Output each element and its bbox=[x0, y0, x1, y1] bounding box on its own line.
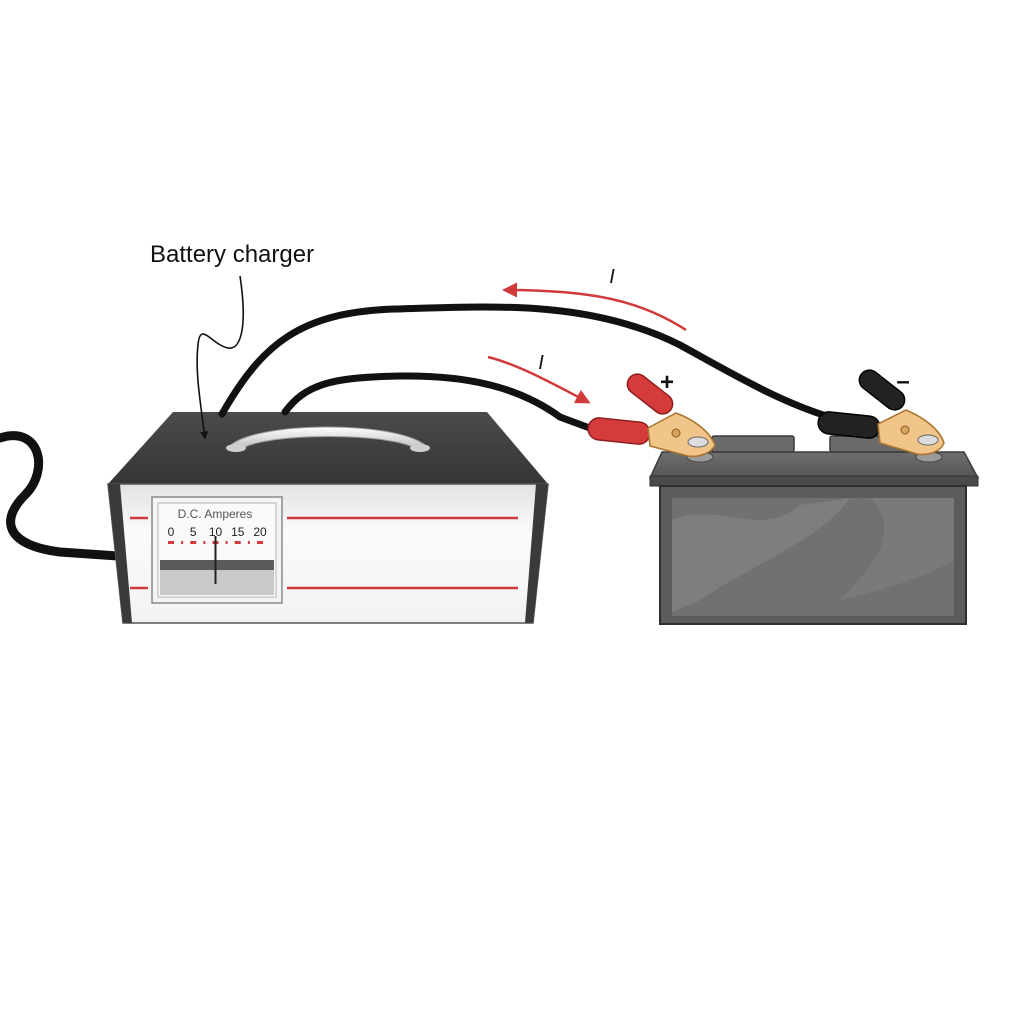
charger-top bbox=[108, 412, 548, 484]
current-arrow-upper bbox=[502, 282, 687, 332]
battery-vent-cap bbox=[711, 435, 795, 453]
battery-charger-pointer bbox=[196, 275, 245, 440]
ammeter-tick bbox=[225, 541, 228, 544]
power-cord bbox=[0, 431, 123, 561]
ammeter-dark-band bbox=[160, 560, 274, 570]
negative-cable bbox=[218, 303, 844, 424]
positive-clamp bbox=[587, 373, 716, 458]
negative-clamp-handle bbox=[817, 411, 881, 439]
ammeter-tick bbox=[257, 541, 263, 544]
battery-lid-rim bbox=[649, 475, 979, 487]
ammeter-tick bbox=[181, 541, 184, 544]
ammeter-tick bbox=[168, 541, 174, 544]
charger-handle-base bbox=[226, 444, 246, 452]
positive-clamp-handle bbox=[626, 373, 674, 415]
charger-right-side bbox=[525, 484, 548, 623]
ammeter-scale-label: 15 bbox=[231, 525, 245, 539]
ammeter-scale-label: 20 bbox=[253, 525, 267, 539]
charger-handle-base bbox=[410, 444, 430, 452]
ammeter-title: D.C. Amperes bbox=[178, 507, 253, 521]
negative-clamp-handle bbox=[858, 369, 906, 411]
positive-terminal-sign: + bbox=[660, 369, 674, 396]
ammeter-tick bbox=[234, 541, 241, 544]
negative-clamp bbox=[817, 369, 945, 456]
positive-clamp-bolt bbox=[687, 436, 709, 448]
car-battery bbox=[648, 435, 980, 625]
negative-terminal-sign: – bbox=[896, 368, 909, 395]
ammeter-scale: 0 5 10 15 20 bbox=[168, 525, 267, 544]
ammeter-scale-label: 10 bbox=[209, 525, 223, 539]
ammeter-lower-band bbox=[160, 570, 274, 595]
battery-reflection bbox=[672, 498, 850, 612]
battery-reflection bbox=[840, 498, 954, 600]
ammeter-tick bbox=[203, 541, 206, 544]
positive-clamp-jaw bbox=[647, 412, 716, 458]
current-label-upper: I bbox=[609, 266, 615, 288]
ammeter-tick bbox=[247, 541, 250, 544]
battery-charger-label: Battery charger bbox=[150, 241, 314, 268]
negative-clamp-bolt bbox=[917, 434, 939, 446]
current-label-lower: I bbox=[538, 352, 544, 374]
current-arrow-lower bbox=[487, 355, 591, 404]
negative-clamp-pivot bbox=[900, 425, 910, 435]
positive-clamp-handle bbox=[587, 417, 651, 445]
charger-left-side bbox=[108, 484, 132, 623]
ammeter-scale-label: 5 bbox=[190, 525, 197, 539]
ammeter-scale-label: 0 bbox=[168, 525, 175, 539]
positive-cable bbox=[281, 372, 599, 434]
ammeter: D.C. Amperes 0 5 10 15 20 bbox=[151, 496, 283, 604]
positive-clamp-pivot bbox=[671, 428, 681, 438]
ammeter-tick bbox=[190, 541, 197, 544]
